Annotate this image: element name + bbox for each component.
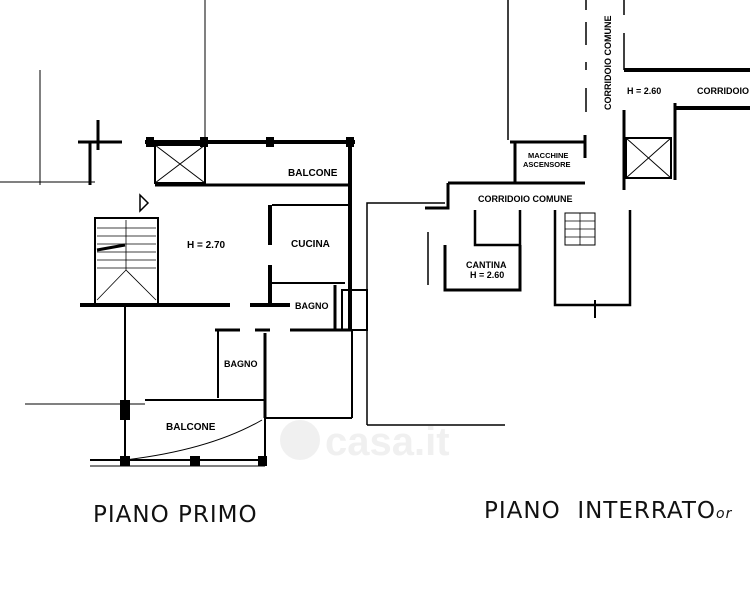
title-piano-interrato: PIANO INTERRATOor bbox=[484, 498, 732, 524]
label-ascensore: ASCENSORE bbox=[523, 160, 571, 169]
watermark-logo: casa.it bbox=[280, 420, 450, 464]
plan-piano-primo: BALCONE CUCINA BAGNO BAGNO BALCONE H = 2… bbox=[0, 0, 368, 467]
svg-text:casa.it: casa.it bbox=[325, 420, 450, 464]
room-label-balcone-top: BALCONE bbox=[288, 168, 338, 179]
label-height-corridoio: H = 2.60 bbox=[627, 86, 661, 96]
label-cantina-height: H = 2.60 bbox=[470, 270, 504, 280]
label-macchine: MACCHINE bbox=[528, 151, 568, 160]
plan-piano-interrato: CORRIDOIO COMUNE H = 2.60 CORRIDOIO MACC… bbox=[366, 0, 750, 426]
title-piano-primo: PIANO PRIMO bbox=[93, 502, 258, 528]
title-piano-interrato-text: PIANO INTERRATO bbox=[484, 498, 717, 524]
label-cantina: CANTINA bbox=[466, 260, 507, 270]
label-corridoio-comune-vertical: CORRIDOIO COMUNE bbox=[603, 16, 613, 111]
room-label-cucina: CUCINA bbox=[291, 239, 330, 250]
room-label-bagno-left: BAGNO bbox=[224, 359, 258, 369]
title-suffix: or bbox=[716, 506, 733, 522]
room-label-balcone-bottom: BALCONE bbox=[166, 422, 216, 433]
label-corridoio-right: CORRIDOIO bbox=[697, 86, 749, 96]
room-label-bagno-right: BAGNO bbox=[295, 301, 329, 311]
ceiling-height-label: H = 2.70 bbox=[187, 240, 226, 251]
label-corridoio-comune: CORRIDOIO COMUNE bbox=[478, 194, 573, 204]
